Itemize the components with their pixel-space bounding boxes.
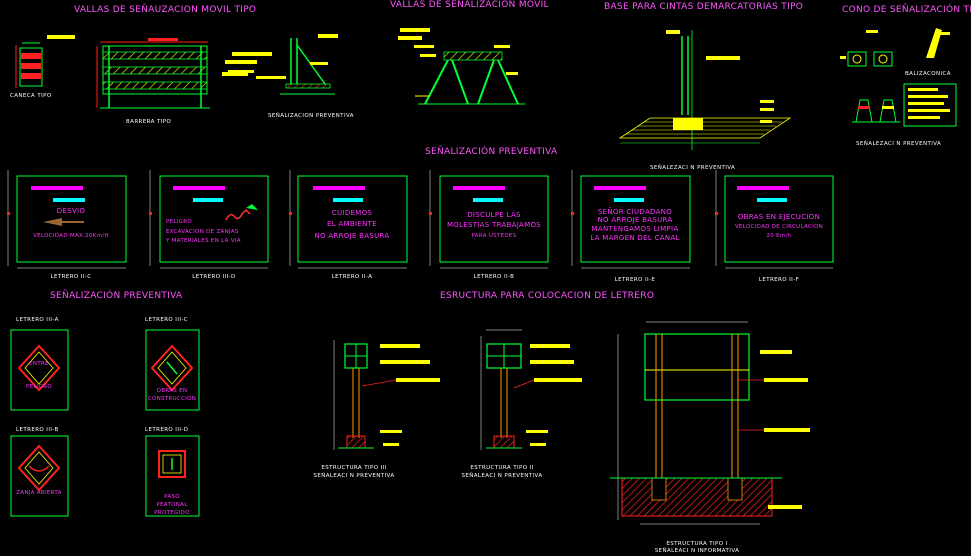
letreros-panels: [7, 170, 834, 269]
preventivo-1-label: LETRERO III-A: [16, 317, 59, 323]
preventivo-2-text2: CONSTRUCCION: [147, 396, 197, 402]
title-vallas-movil: VALLAS DE SEÑALIZACION MOVIL: [390, 0, 549, 10]
letrero-3-line2: EL AMBIENTE: [327, 220, 377, 228]
preventivo-2-label: LETRERO III-C: [145, 317, 188, 323]
caption-senal-prev-cono: SEÑALEZACI N PREVENTIVA: [856, 141, 942, 147]
preventivos-panels: [10, 329, 200, 517]
letrero-1-line1: DESVIO: [56, 207, 86, 215]
sawhorse-drawing: [398, 28, 525, 105]
preventivo-4-text3: PROTEGIDO: [154, 510, 190, 516]
letrero-4-line1: DISCULPE LAS: [467, 211, 521, 219]
preventivo-1-text2: PELIGRO: [26, 384, 52, 390]
letrero-5-line2: NO ARROJE BASURA: [597, 216, 673, 224]
letrero-3-line3: NO ARROJE BASURA: [314, 232, 390, 240]
title-prev-left: SEÑALIZACIÓN PREVENTIVA: [50, 291, 183, 301]
letrero-6-line1: OBRAS EN EJECUCION: [737, 213, 821, 221]
estructura-2-line2: SEÑALEACI N PREVENTIVA: [461, 473, 543, 479]
title-vallas-tipo: VALLAS DE SEÑAUZACION MOVIL TIPO: [74, 5, 257, 15]
cono-drawing: [840, 28, 957, 127]
estructura-tipo-i: [610, 321, 810, 525]
letrero-5-line1: SEÑOR CIUDADANO: [597, 208, 673, 216]
barrera-drawing: [96, 38, 248, 109]
caption-senal-prev-top: SEÑALIZACION PREVENTIVA: [268, 113, 354, 119]
letrero-2-label: LETRERO III-D: [192, 274, 236, 280]
estructura-tipo-ii: [480, 329, 582, 450]
caneca-drawing: [15, 35, 75, 88]
estructura-3-line1: ESTRUCTURA TIPO I: [666, 541, 728, 547]
preventivo-1-text1: ENTRE: [29, 361, 49, 367]
caption-caneca: CANECA TIPO: [10, 93, 52, 99]
title-base-cintas: BASE PARA CINTAS DEMARCATORIAS TIPO: [604, 2, 804, 12]
letrero-1-line2: VELOCIDAD MAX.20Km/H: [33, 233, 109, 239]
letrero-4-line2: MOLESTIAS TRABAJAMOS: [446, 221, 542, 229]
estructura-tipo-iii: [333, 340, 440, 450]
stand-drawing: [225, 34, 338, 95]
letrero-2-line3: Y MATERIALES EN LA VIA: [166, 238, 241, 244]
preventivo-4-text1: PASO: [164, 494, 180, 500]
preventivo-4-label: LETRERO III-D: [145, 427, 189, 433]
title-cono: CONO DE SEÑALIZACIÓN TIPO: [842, 5, 971, 15]
letrero-6-line3: 20 Km/h: [766, 233, 792, 239]
letrero-4-line3: PARA USTEDES: [471, 233, 517, 239]
letrero-4-label: LETRERO II-B: [473, 274, 515, 280]
letrero-5-line3: MANTENGAMOS LIMPIA: [591, 225, 679, 233]
preventivo-2-text1: OBRAS EN: [156, 388, 188, 394]
caption-balizaconica: BALIZACONICA: [905, 71, 951, 77]
base-cintas-drawing: [618, 30, 792, 150]
letrero-6-label: LETRERO II-F: [758, 277, 800, 283]
letrero-2-line2: EXCAVACION DE ZANJAS: [166, 229, 239, 235]
caption-senal-prev-row: SEÑALEZACI N PREVENTIVA: [650, 165, 736, 171]
preventivo-4-text2: PEATONAL: [156, 502, 188, 508]
preventivo-3-label: LETRERO III-B: [16, 427, 59, 433]
letrero-5-label: LETRERO II-E: [614, 277, 656, 283]
estructura-2-line1: ESTRUCTURA TIPO II: [470, 465, 534, 471]
letrero-3-label: LETRERO II-A: [331, 274, 373, 280]
preventivo-3-text1: ZANJA ABIERTA: [16, 490, 62, 496]
letrero-2-line1: PELIGRO: [166, 219, 192, 225]
letrero-3-line1: CUIDEMOS: [331, 209, 373, 217]
title-estructura: ESRUCTURA PARA COLOCACION DE LETRERO: [440, 291, 655, 301]
caption-barrera: BARRERA TIPO: [126, 119, 172, 125]
letrero-1-label: LETRERO II-C: [50, 274, 92, 280]
letrero-6-line2: VELOCIDAD DE CIRCULACION: [734, 224, 824, 230]
estructura-1-line1: ESTRUCTURA TIPO III: [321, 465, 387, 471]
estructura-3-line2: SEÑALEACI N INFORMATIVA: [654, 548, 740, 554]
estructura-1-line2: SEÑALEACI N PREVENTIVA: [313, 473, 395, 479]
title-prev-center: SEÑALIZACIÓN PREVENTIVA: [425, 147, 558, 157]
letrero-5-line4: LA MARGEN DEL CANAL: [590, 234, 680, 242]
